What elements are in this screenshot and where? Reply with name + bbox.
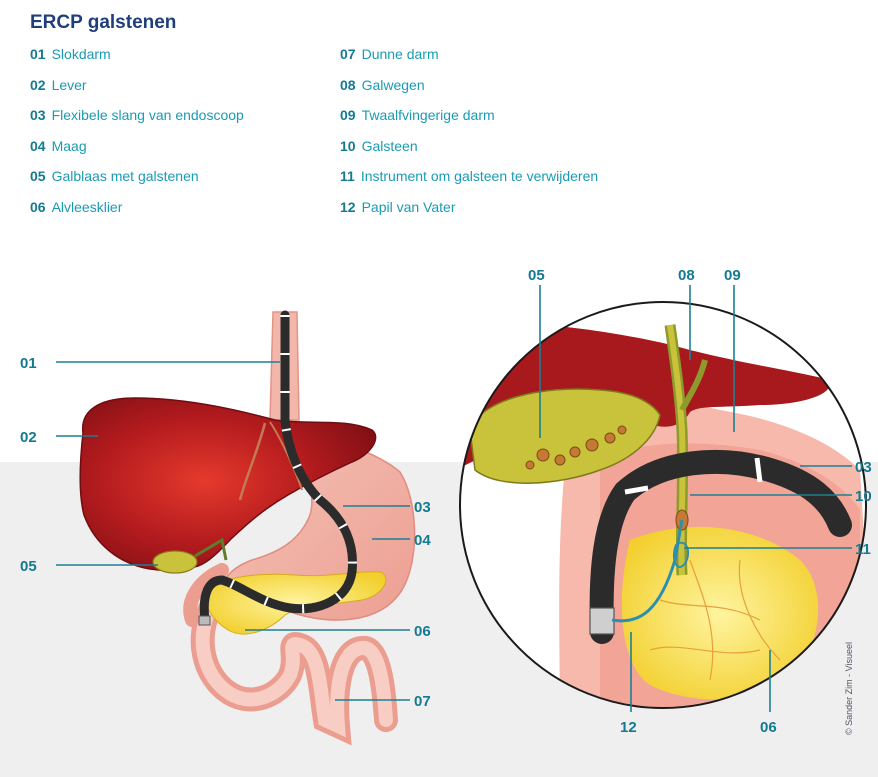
- callout-r10: 10: [855, 488, 872, 505]
- callout-r12: 12: [620, 719, 637, 736]
- callout-03: 03: [414, 499, 431, 516]
- callout-r11: 11: [855, 541, 871, 558]
- endoscope-tip: [199, 616, 210, 625]
- callout-05: 05: [20, 558, 37, 575]
- callout-04: 04: [414, 532, 431, 549]
- callout-06: 06: [414, 623, 431, 640]
- callout-r09: 09: [724, 267, 741, 284]
- callout-r08: 08: [678, 267, 695, 284]
- callout-07: 07: [414, 693, 431, 710]
- gallbladder: [153, 551, 197, 573]
- callout-r05: 05: [528, 267, 545, 284]
- callout-r06: 06: [760, 719, 777, 736]
- callout-02: 02: [20, 429, 37, 446]
- copyright-credit: © Sander Zim - Visueel: [844, 642, 854, 735]
- callout-01: 01: [20, 355, 37, 372]
- callout-r03: 03: [855, 459, 872, 476]
